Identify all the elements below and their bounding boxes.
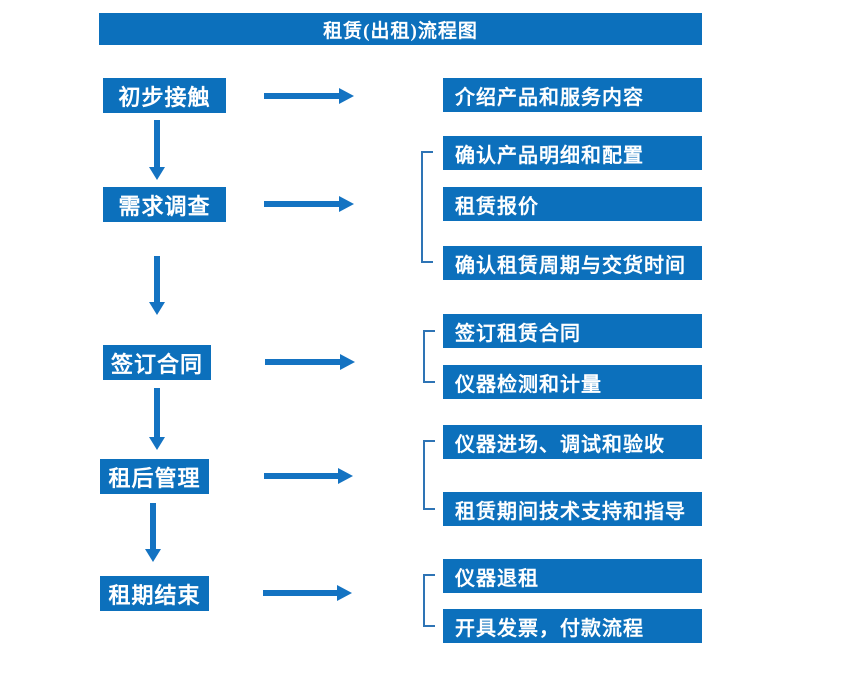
arrow-head-icon: [338, 468, 353, 484]
arrow-down-2: [149, 256, 165, 315]
arrow-right-5: [263, 585, 352, 601]
arrow-down-3: [149, 388, 165, 450]
arrow-head-icon: [149, 167, 165, 180]
detail-box-rental-tech-support: 租赁期间技术支持和指导: [443, 492, 702, 526]
arrow-down-1: [149, 120, 165, 180]
bracket-post-lease-group: [423, 440, 435, 510]
arrow-shaft: [264, 93, 341, 99]
arrow-head-icon: [145, 549, 161, 562]
bracket-lease-end-group: [423, 574, 435, 627]
arrow-shaft: [264, 201, 341, 207]
detail-box-invoice-payment: 开具发票，付款流程: [443, 609, 702, 643]
detail-box-confirm-product-details: 确认产品明细和配置: [443, 136, 702, 170]
bracket-sign-contract-group: [423, 330, 435, 383]
detail-box-instrument-inspection: 仪器检测和计量: [443, 365, 702, 399]
detail-box-instrument-return: 仪器退租: [443, 559, 702, 593]
arrow-shaft: [154, 120, 160, 169]
arrow-shaft: [265, 359, 342, 365]
arrow-head-icon: [337, 585, 352, 601]
detail-box-sign-rental-contract: 签订租赁合同: [443, 314, 702, 348]
detail-box-instrument-setup-acceptance: 仪器进场、调试和验收: [443, 425, 702, 459]
step-box-initial-contact: 初步接触: [103, 78, 226, 113]
arrow-down-4: [145, 503, 161, 562]
arrow-right-3: [265, 354, 355, 370]
arrow-shaft: [150, 503, 156, 551]
detail-box-rental-quote: 租赁报价: [443, 187, 702, 221]
arrow-shaft: [264, 473, 340, 479]
arrow-right-2: [264, 196, 354, 212]
step-box-sign-contract: 签订合同: [103, 345, 211, 380]
step-box-demand-survey: 需求调查: [103, 187, 226, 222]
arrow-shaft: [154, 256, 160, 304]
arrow-head-icon: [339, 196, 354, 212]
arrow-right-1: [264, 88, 354, 104]
detail-box-confirm-period-delivery: 确认租赁周期与交货时间: [443, 246, 702, 280]
bracket-demand-survey-group: [421, 151, 433, 263]
arrow-shaft: [263, 590, 339, 596]
flowchart-title: 租赁(出租)流程图: [99, 13, 702, 45]
step-box-lease-end: 租期结束: [100, 576, 209, 611]
arrow-head-icon: [339, 88, 354, 104]
arrow-head-icon: [340, 354, 355, 370]
arrow-head-icon: [149, 437, 165, 450]
detail-box-introduce-products: 介绍产品和服务内容: [443, 78, 702, 112]
arrow-head-icon: [149, 302, 165, 315]
arrow-right-4: [264, 468, 353, 484]
arrow-shaft: [154, 388, 160, 439]
step-box-post-lease-management: 租后管理: [100, 459, 209, 494]
